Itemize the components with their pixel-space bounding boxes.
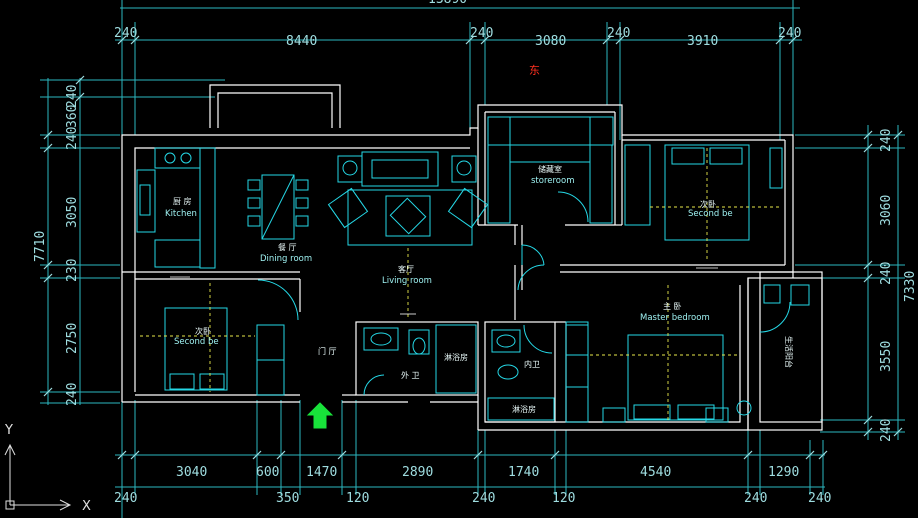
- second-bedroom-west-label-cn: 次卧: [195, 326, 211, 336]
- ucs-y-label: Y: [4, 423, 13, 438]
- dim-bottom-7: 1290: [768, 465, 799, 480]
- furniture: [136, 116, 810, 423]
- living-label-cn: 客厅: [398, 264, 414, 274]
- dims-left: 240 360 240 3050 230 2750 240 7710: [33, 85, 80, 406]
- dim-right-2: 3060: [879, 195, 894, 226]
- master-bedroom-label-en: Master bedroom: [640, 313, 710, 323]
- ceiling-lights: [170, 267, 718, 315]
- dashed-lines: [140, 148, 780, 420]
- dim-wall-6: 240: [744, 491, 767, 506]
- dim-left-3: 240: [65, 127, 80, 150]
- dim-left-1: 240: [65, 85, 80, 108]
- dim-bottom-1: 3040: [176, 465, 207, 480]
- storeroom-label-cn: 储藏室: [538, 164, 562, 174]
- dims-right: 240 3060 240 3550 240 7330: [879, 129, 918, 442]
- dim-right-5: 240: [879, 419, 894, 442]
- dim-wall-2: 350: [276, 491, 299, 506]
- dim-left-5: 230: [65, 259, 80, 282]
- room-labels: 厨 房 Kitchen 餐 厅 Dining room 客厅 Living ro…: [165, 164, 794, 414]
- dim-left-total: 7710: [33, 231, 48, 262]
- balcony-label: 生活阳台: [784, 336, 794, 368]
- dining-label-en: Dining room: [260, 254, 312, 264]
- dims-bottom-walls: 240 350 120 240 120 240 240: [114, 491, 831, 506]
- shower-room-2-label: 淋浴房: [512, 404, 536, 414]
- living-label-en: Living room: [382, 276, 432, 286]
- second-bedroom-west-label-en: Second be: [174, 337, 219, 347]
- dim-bottom-3: 1470: [306, 465, 337, 480]
- door-swings: [257, 191, 791, 396]
- dim-top-2: 8440: [286, 34, 317, 49]
- second-bedroom-east-label-cn: 次卧: [700, 199, 716, 209]
- dim-left-7: 240: [65, 383, 80, 406]
- dim-right-1: 240: [879, 129, 894, 152]
- dim-left-2: 360: [65, 105, 80, 128]
- ucs-axis-icon: [4, 443, 72, 511]
- dim-top-3: 240: [470, 26, 493, 41]
- dim-left-6: 2750: [65, 323, 80, 354]
- dim-wall-5: 120: [552, 491, 575, 506]
- ucs-x-label: X: [82, 499, 91, 514]
- dim-top-1: 240: [114, 26, 137, 41]
- second-bedroom-east-label-en: Second be: [688, 209, 733, 219]
- dims-top: 240 8440 240 3080 240 3910 240: [114, 26, 801, 49]
- dim-top-5: 240: [607, 26, 630, 41]
- kitchen-label-en: Kitchen: [165, 209, 197, 219]
- dim-top-6: 3910: [687, 34, 718, 49]
- dim-right-total: 7330: [903, 271, 918, 302]
- dim-bottom-6: 4540: [640, 465, 671, 480]
- dim-right-4: 3550: [879, 341, 894, 372]
- dim-bottom-2: 600: [256, 465, 279, 480]
- storeroom-label-en: storeroom: [531, 176, 575, 186]
- dim-top-4: 3080: [535, 34, 566, 49]
- dim-top-total: 13890: [428, 0, 467, 7]
- dim-right-3: 240: [879, 262, 894, 285]
- dining-label-cn: 餐 厅: [278, 243, 297, 252]
- dim-bottom-5: 1740: [508, 465, 539, 480]
- dim-left-4: 3050: [65, 197, 80, 228]
- dim-wall-3: 120: [346, 491, 369, 506]
- dimension-lines: [40, 0, 905, 518]
- foyer-label: 门 厅: [318, 346, 337, 356]
- entrance-arrow-icon[interactable]: [306, 402, 334, 429]
- master-bedroom-label-cn: 主 卧: [663, 301, 682, 311]
- dim-wall-4: 240: [472, 491, 495, 506]
- shower-room-1-label: 淋浴房: [444, 352, 468, 362]
- ensuite-label: 内卫: [524, 359, 540, 369]
- compass-east-label: 东: [529, 64, 540, 77]
- kitchen-label-cn: 厨 房: [173, 196, 192, 206]
- dims-bottom-segments: 3040 600 1470 2890 1740 4540 1290: [176, 465, 799, 480]
- dim-top-7: 240: [778, 26, 801, 41]
- dim-wall-7: 240: [808, 491, 831, 506]
- dim-bottom-4: 2890: [402, 465, 433, 480]
- dim-wall-1: 240: [114, 491, 137, 506]
- public-bath-label: 外 卫: [401, 370, 420, 380]
- dimension-ticks: [43, 35, 903, 460]
